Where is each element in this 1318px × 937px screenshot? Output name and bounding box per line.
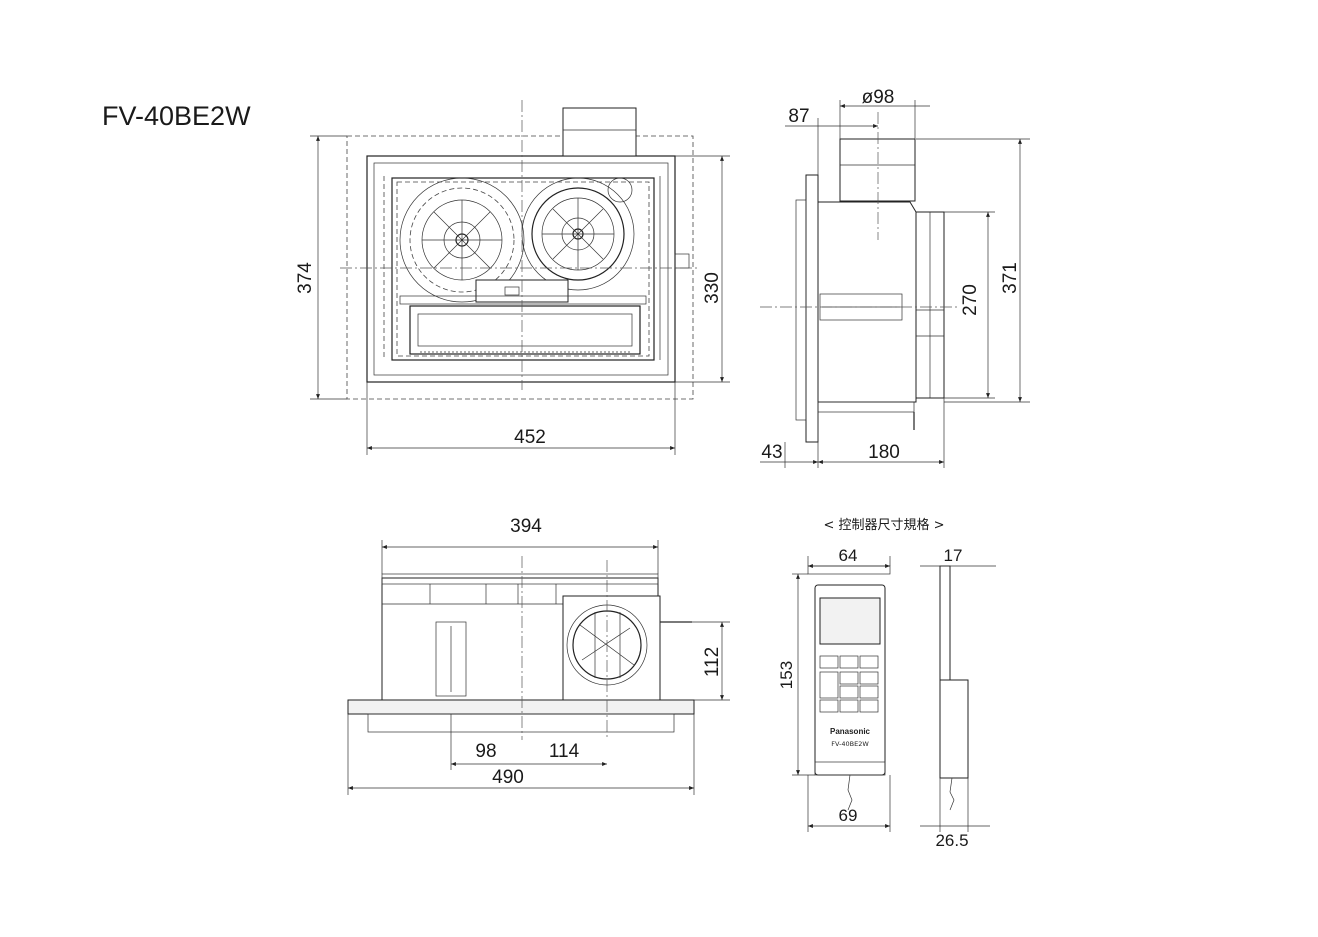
side-duct — [839, 138, 916, 202]
front-height-inner-label: 330 — [702, 272, 723, 304]
controller-height-label: 153 — [777, 661, 796, 689]
controller-width-bottom-label: 69 — [839, 806, 858, 825]
side-flange — [805, 174, 819, 443]
bottom-duct-height-label: 112 — [702, 647, 723, 677]
front-duct — [562, 107, 637, 157]
bottom-offset-a-label: 98 — [475, 741, 496, 762]
front-width-label: 452 — [514, 427, 546, 448]
front-heater — [409, 305, 641, 355]
controller-thickness-top-label: 17 — [944, 546, 963, 565]
controller-buttons — [819, 655, 879, 713]
front-outer-frame — [346, 135, 694, 400]
controller-brand: Panasonic — [830, 727, 871, 736]
side-flange-label: 43 — [761, 442, 782, 463]
fan-left — [399, 177, 525, 303]
side-duct-diameter-label: ø98 — [862, 87, 895, 108]
model-title: FV-40BE2W — [102, 101, 251, 131]
controller-side — [939, 565, 951, 681]
controller-display — [819, 597, 881, 645]
side-offset-label: 87 — [788, 106, 809, 127]
controller-title: < 控制器尺寸規格 > — [823, 517, 944, 533]
controller-section: < 控制器尺寸規格 > Panasonic FV-40BE2W — [777, 517, 996, 850]
side-view: ø98 87 371 270 43 180 — [760, 87, 1030, 468]
side-body — [817, 201, 917, 403]
side-depth-label: 180 — [868, 442, 900, 463]
front-height-outer-label: 374 — [295, 262, 316, 294]
bottom-base-plate — [347, 699, 695, 715]
front-body — [366, 155, 676, 383]
controller-thickness-bottom-label: 26.5 — [935, 831, 968, 850]
side-height-outer-label: 371 — [1000, 262, 1021, 294]
bottom-width-bottom-label: 490 — [492, 767, 524, 788]
bottom-width-top-label: 394 — [510, 516, 542, 537]
bottom-offset-b-label: 114 — [549, 741, 580, 762]
controller-width-top-label: 64 — [839, 546, 858, 565]
controller-cord — [847, 774, 853, 811]
bottom-view: 394 112 98 114 490 — [347, 516, 730, 795]
fan-right — [521, 177, 635, 291]
side-height-inner-label: 270 — [960, 284, 981, 316]
controller-model: FV-40BE2W — [831, 740, 869, 748]
front-chassis — [391, 177, 655, 361]
front-view: 452 374 330 — [295, 100, 730, 455]
